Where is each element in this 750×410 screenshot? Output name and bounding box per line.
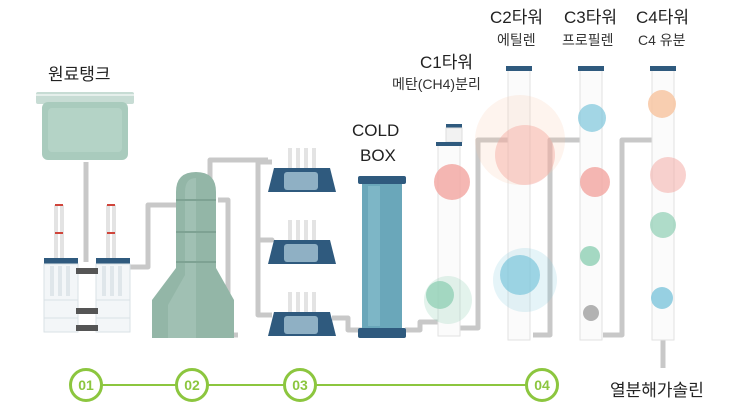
feed-tank-label: 원료탱크: [48, 65, 111, 84]
c2-tower-sublabel: 에틸렌: [497, 32, 536, 48]
compressor-bottom: [268, 292, 336, 336]
feed-tank: [36, 92, 134, 160]
step-02-marker: 02: [175, 368, 209, 402]
c2-tower: [475, 66, 565, 341]
quench-column: [152, 172, 234, 338]
compressor-top: [268, 148, 336, 192]
c4-tower-sublabel: C4 유분: [638, 32, 686, 48]
cold-box: [358, 176, 406, 338]
step-03-marker: 03: [283, 368, 317, 402]
cold-box-label-line1: COLD: [352, 121, 400, 140]
c1-tower-label: C1타워: [420, 53, 474, 72]
c2-tower-label: C2타워: [490, 8, 544, 27]
step-04-marker: 04: [525, 368, 559, 402]
c1-tower-sublabel: 메탄(CH4)분리: [392, 76, 481, 92]
pipes: [83, 137, 666, 368]
c3-tower-sublabel: 프로필렌: [562, 32, 614, 48]
cold-box-label-line2: BOX: [360, 146, 396, 165]
furnace-connectors: [76, 268, 98, 331]
pyrolysis-gasoline-label: 열분해가솔린: [610, 381, 704, 400]
c1-tower: [424, 124, 472, 337]
c4-tower: [648, 66, 686, 341]
c3-tower: [578, 66, 610, 341]
cracking-furnace-left: [43, 204, 79, 333]
c3-tower-label: C3타워: [564, 8, 618, 27]
c4-tower-label: C4타워: [636, 8, 690, 27]
step-01-marker: 01: [69, 368, 103, 402]
cracking-furnace-right: [95, 204, 131, 333]
compressor-middle: [268, 220, 336, 264]
